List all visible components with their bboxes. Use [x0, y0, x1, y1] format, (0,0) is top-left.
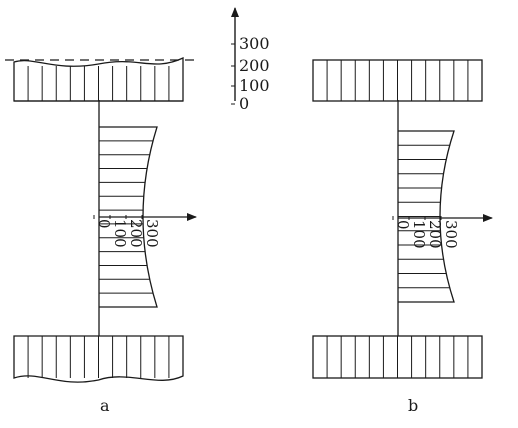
horizontal-scale-b-tick-label: 300 — [442, 220, 460, 249]
horizontal-scale-a-tick-label: 200 — [127, 219, 145, 248]
horizontal-scale-a-tick-label: 300 — [143, 219, 161, 248]
panel-a-caption: a — [100, 396, 110, 415]
bottom-flange-b — [312, 335, 483, 379]
vertical-scale-tick-label: 100 — [239, 76, 270, 95]
top-flange-a — [13, 56, 184, 102]
horizontal-scale-b-tick-label: 0 — [394, 220, 412, 230]
bottom-flange-a — [13, 335, 184, 383]
panel-b-diagram — [312, 59, 493, 379]
top-flange-a-outline — [13, 56, 184, 102]
horizontal-scale-a-tick-label: 0 — [95, 219, 113, 229]
vertical-scale-tick-label: 200 — [239, 56, 270, 75]
web-stress-block-b — [398, 130, 455, 303]
panel-b-caption: b — [408, 396, 419, 415]
horizontal-scale-b-tick-label: 200 — [426, 220, 444, 249]
panel-a-diagram — [5, 56, 197, 383]
vertical-scale-tick-label: 0 — [239, 94, 249, 113]
vertical-scale-tick-label: 300 — [239, 34, 270, 53]
horizontal-scale-a-tick-label: 100 — [111, 219, 129, 248]
bottom-flange-a-outline — [13, 335, 184, 383]
horizontal-scale-b-tick-label: 100 — [410, 220, 428, 249]
top-flange-b — [312, 59, 483, 102]
